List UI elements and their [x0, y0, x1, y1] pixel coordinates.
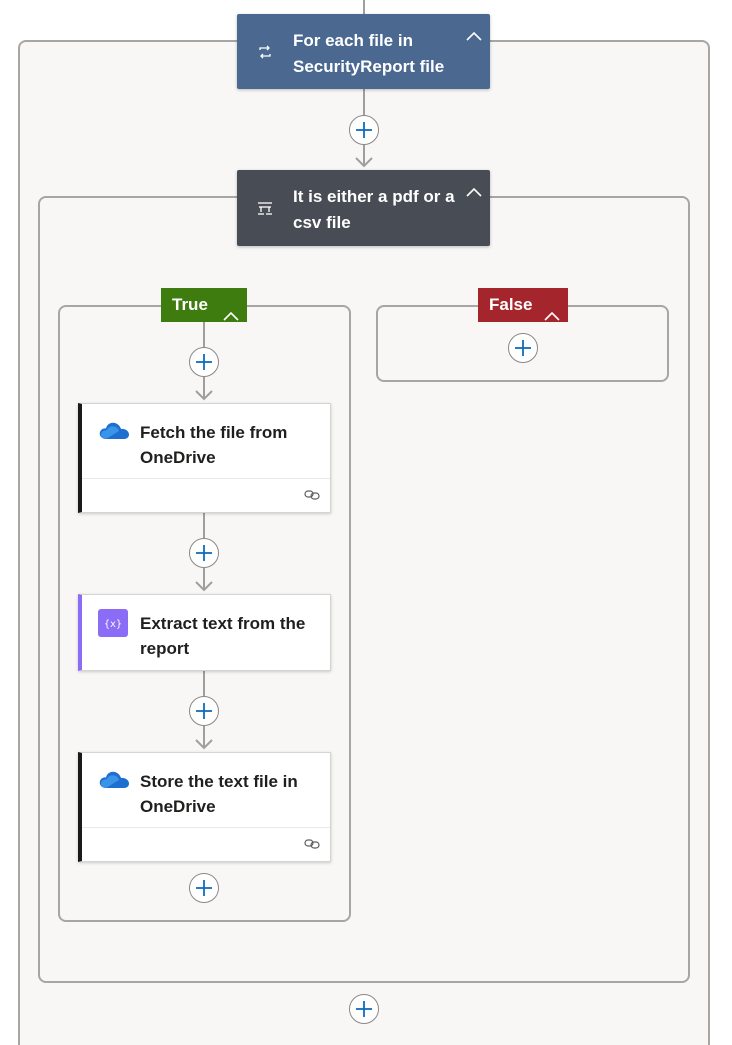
collapse-chevron-up-icon[interactable] [544, 299, 560, 333]
plus-icon [356, 1001, 372, 1017]
true-label: True [172, 295, 208, 314]
onedrive-icon [98, 419, 130, 446]
action-footer [82, 478, 330, 512]
foreach-title: For each file in SecurityReport file [293, 31, 445, 76]
add-action-button[interactable] [508, 333, 538, 363]
add-action-button[interactable] [189, 696, 219, 726]
onedrive-icon [98, 768, 130, 795]
link-icon[interactable] [304, 837, 320, 855]
add-action-button[interactable] [189, 873, 219, 903]
action-card-store-file[interactable]: Store the text file in OneDrive [78, 752, 331, 862]
svg-text:{x}: {x} [104, 619, 122, 630]
collapse-chevron-up-icon[interactable] [223, 299, 239, 333]
data-operation-icon: {x} [98, 609, 128, 642]
action-footer [82, 827, 330, 861]
false-branch-label[interactable]: False [478, 288, 568, 322]
action-card-fetch-file[interactable]: Fetch the file from OneDrive [78, 403, 331, 513]
plus-icon [515, 340, 531, 356]
collapse-chevron-up-icon[interactable] [466, 184, 482, 197]
plus-icon [196, 545, 212, 561]
foreach-card[interactable]: For each file in SecurityReport file [237, 14, 490, 89]
plus-icon [196, 354, 212, 370]
condition-icon [257, 200, 273, 216]
action-title: Store the text file in OneDrive [140, 772, 298, 816]
add-action-button[interactable] [349, 994, 379, 1024]
loop-icon [257, 44, 273, 60]
condition-card[interactable]: It is either a pdf or a csv file [237, 170, 490, 246]
action-title: Extract text from the report [140, 614, 306, 658]
false-label: False [489, 295, 533, 314]
action-title: Fetch the file from OneDrive [140, 423, 288, 467]
true-branch-label[interactable]: True [161, 288, 247, 322]
add-action-button[interactable] [189, 538, 219, 568]
plus-icon [196, 880, 212, 896]
link-icon[interactable] [304, 488, 320, 506]
collapse-chevron-up-icon[interactable] [466, 28, 482, 41]
add-action-button[interactable] [189, 347, 219, 377]
action-card-extract-text[interactable]: {x} Extract text from the report [78, 594, 331, 671]
plus-icon [356, 122, 372, 138]
add-action-button[interactable] [349, 115, 379, 145]
condition-title: It is either a pdf or a csv file [293, 187, 455, 232]
plus-icon [196, 703, 212, 719]
